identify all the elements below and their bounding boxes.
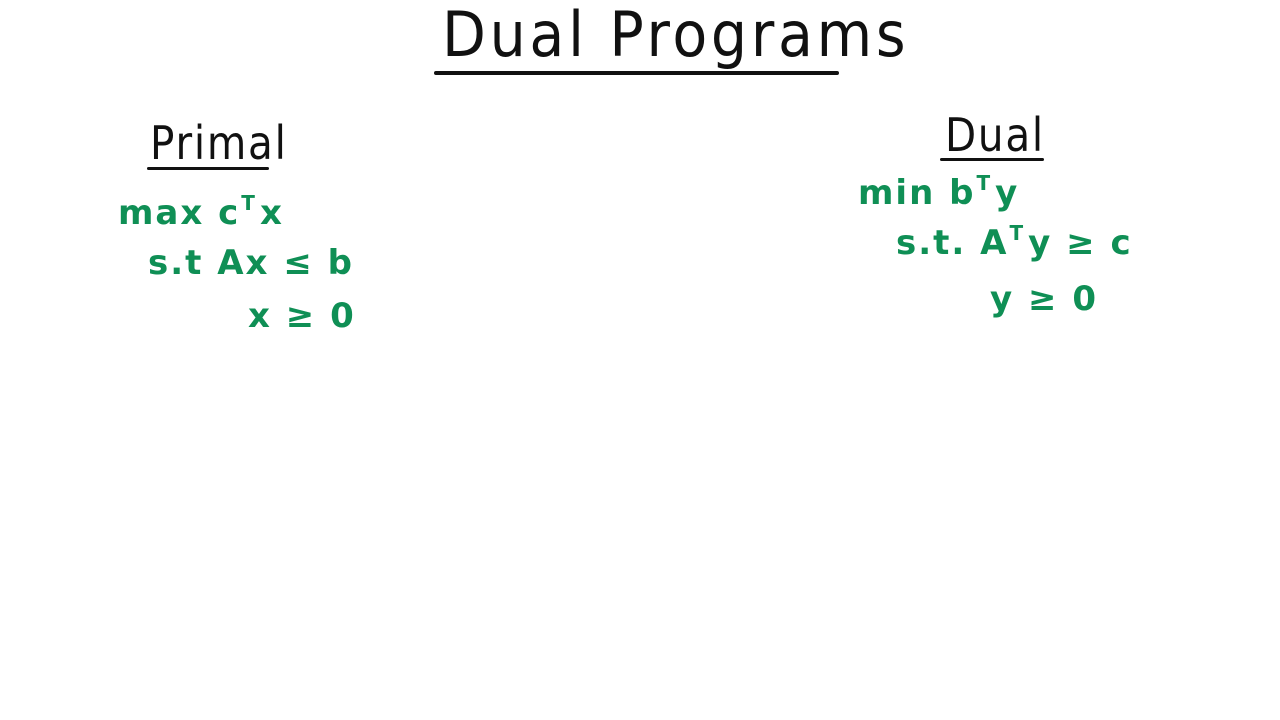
- dual-constraint-2: y ≥ 0: [990, 279, 1098, 319]
- dual-objective-suffix: y: [995, 173, 1020, 213]
- dual-constraint-1-transpose: T: [1009, 221, 1026, 245]
- primal-objective-transpose: T: [241, 191, 257, 215]
- primal-heading: Primal: [150, 116, 288, 170]
- primal-constraint-1: s.t Ax ≤ b: [148, 243, 354, 283]
- dual-heading: Dual: [945, 108, 1045, 162]
- dual-objective-prefix: min b: [858, 173, 976, 213]
- dual-objective-transpose: T: [976, 171, 993, 195]
- primal-objective: max cTx: [118, 193, 284, 233]
- primal-heading-underline: [147, 167, 269, 170]
- dual-constraint-1: s.t. ATy ≥ c: [896, 223, 1133, 263]
- dual-constraint-1-suffix: y ≥ c: [1028, 223, 1133, 263]
- dual-heading-underline: [940, 158, 1044, 161]
- primal-objective-prefix: max c: [118, 193, 241, 233]
- dual-objective: min bTy: [858, 173, 1020, 213]
- page-title: Dual Programs: [442, 0, 910, 71]
- title-underline: [434, 71, 839, 75]
- primal-objective-suffix: x: [259, 193, 284, 233]
- primal-constraint-2: x ≥ 0: [248, 296, 356, 336]
- dual-constraint-1-prefix: s.t. A: [896, 223, 1009, 263]
